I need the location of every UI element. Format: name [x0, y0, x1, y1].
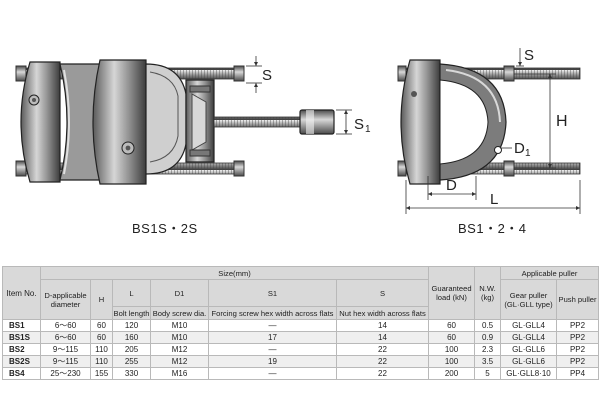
spec-table: Item No. Size(mm) Guaranteed load (kN) N…: [2, 266, 600, 380]
right-dim-d1-sub: 1: [525, 148, 531, 159]
right-dim-d1-label: D: [514, 140, 525, 157]
left-separator-drawing: [15, 56, 352, 185]
left-dim-s1-sub: 1: [365, 124, 371, 135]
table-row: BS1 6〜60 60 120 M10 — 14 60 0.5 GL·GLL4 …: [2, 319, 600, 332]
header-gear-puller: Gear puller (GL·GLL type): [500, 279, 558, 320]
left-dim-s1-label: S: [354, 116, 364, 133]
left-caption: BS1S・2S: [132, 221, 198, 236]
header-h: H: [90, 279, 113, 320]
header-s1-sub: Forcing screw hex width across flats: [208, 306, 337, 320]
header-s-sub: Nut hex width across flats: [335, 306, 430, 320]
header-push-puller: Push puller: [556, 279, 600, 320]
table-row: BS4 25〜230 155 330 M16 — 22 200 5 GL·GLL…: [2, 367, 600, 380]
header-l: L: [112, 279, 151, 307]
header-d-applicable: D-applicable diameter: [40, 279, 91, 320]
header-nw: N.W. (kg): [474, 266, 502, 320]
table-row: BS2 9〜115 110 205 M12 — 22 100 2.3 GL·GL…: [2, 343, 600, 356]
right-caption: BS1・2・4: [458, 221, 527, 236]
header-l-sub: Bolt length: [112, 306, 151, 320]
right-separator-drawing: [397, 48, 581, 214]
header-applicable-puller: Applicable puller: [500, 266, 600, 280]
table-row: BS2S 9〜115 110 255 M12 19 22 100 3.5 GL·…: [2, 355, 600, 368]
header-guaranteed-load: Guaranteed load (kN): [428, 266, 476, 320]
header-s: S: [335, 279, 430, 307]
right-dim-l-label: L: [490, 191, 498, 208]
header-item-no: Item No.: [2, 266, 41, 320]
product-drawing: S S 1: [15, 47, 581, 214]
table-row: BS1S 6〜60 60 160 M10 17 14 60 0.9 GL·GLL…: [2, 331, 600, 344]
right-dim-h-label: H: [556, 113, 568, 130]
left-dim-s-label: S: [262, 67, 272, 84]
header-d1-sub: Body screw dia.: [150, 306, 209, 320]
header-s1: S1: [208, 279, 337, 307]
right-dim-d-label: D: [446, 177, 457, 194]
right-dim-s-label: S: [524, 47, 534, 64]
header-d1: D1: [150, 279, 209, 307]
header-size-group: Size(mm): [39, 266, 430, 280]
